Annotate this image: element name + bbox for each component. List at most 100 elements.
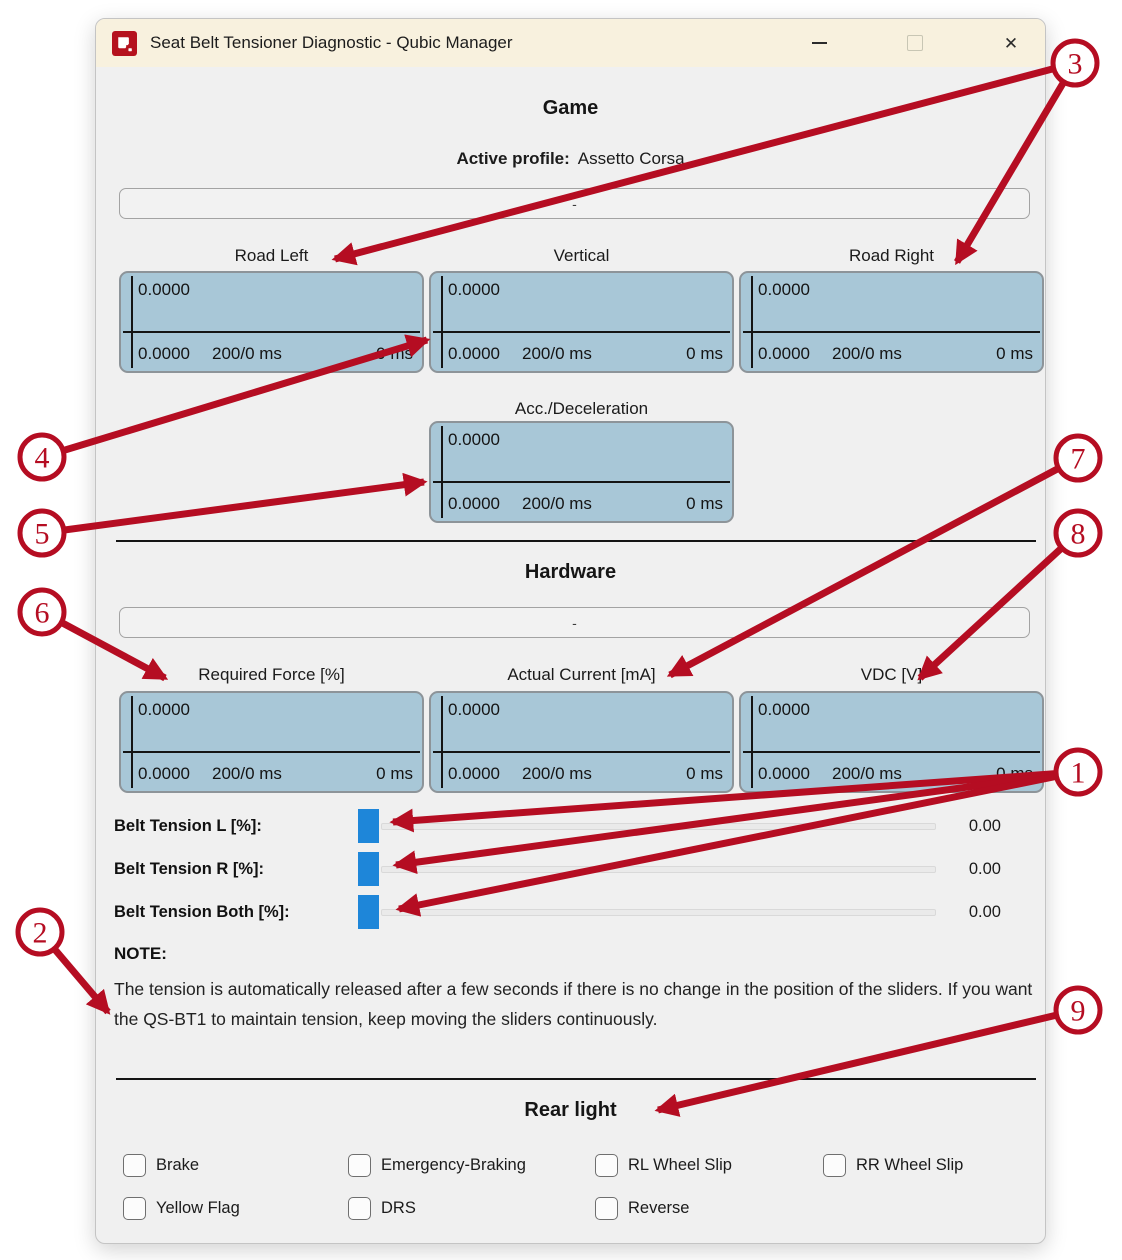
- checkbox-label: Emergency-Braking: [381, 1155, 526, 1174]
- checkbox-label: Reverse: [628, 1198, 690, 1217]
- panel-min: 0.0000: [138, 344, 190, 363]
- x-axis-line: [433, 751, 730, 753]
- x-axis-line: [123, 331, 420, 333]
- slider-row-belt-tension-l: Belt Tension L [%]: 0.00: [96, 809, 1045, 843]
- game-status-value: -: [572, 195, 577, 212]
- checkbox-icon: [123, 1196, 146, 1220]
- panel-rate: 200/0 ms: [522, 344, 592, 363]
- annotation-number: 6: [35, 597, 50, 630]
- minimize-button[interactable]: [796, 27, 842, 59]
- checkbox-emergency-braking[interactable]: Emergency-Braking: [348, 1153, 526, 1177]
- y-axis-line: [751, 696, 753, 788]
- checkbox-label: Yellow Flag: [156, 1198, 240, 1217]
- panel-value: 0.0000: [138, 700, 190, 719]
- panel-time: 0 ms: [996, 764, 1033, 783]
- panel-value: 0.0000: [138, 280, 190, 299]
- panel-time: 0 ms: [376, 764, 413, 783]
- annotation-callout-4: 4: [17, 432, 67, 482]
- slider-row-belt-tension-both: Belt Tension Both [%]: 0.00: [96, 895, 1045, 929]
- belt-tension-l-slider-handle[interactable]: [358, 809, 379, 843]
- belt-tension-both-slider-handle[interactable]: [358, 895, 379, 929]
- x-axis-line: [743, 331, 1040, 333]
- annotation-number: 4: [35, 442, 50, 475]
- belt-tension-both-slider-track[interactable]: [381, 909, 936, 916]
- panel-rate: 200/0 ms: [832, 344, 902, 363]
- panel-label-actual-current: Actual Current [mA]: [507, 665, 656, 684]
- belt-tension-l-value: 0.00: [968, 817, 1001, 835]
- active-profile-line: Active profile:Assetto Corsa: [96, 149, 1045, 169]
- maximize-button[interactable]: [892, 27, 938, 59]
- belt-tension-r-slider-handle[interactable]: [358, 852, 379, 886]
- checkbox-rl-wheel-slip[interactable]: RL Wheel Slip: [595, 1153, 732, 1177]
- annotation-callout-6: 6: [17, 587, 67, 637]
- checkbox-icon: [823, 1153, 846, 1177]
- panel-time: 0 ms: [686, 344, 723, 363]
- panel-min: 0.0000: [758, 764, 810, 783]
- belt-tension-l-label: Belt Tension L [%]:: [114, 817, 262, 835]
- panel-rate: 200/0 ms: [522, 494, 592, 513]
- checkbox-label: Brake: [156, 1155, 200, 1174]
- close-button[interactable]: ✕: [988, 27, 1034, 59]
- annotation-number: 2: [33, 917, 48, 950]
- active-profile-value: Assetto Corsa: [577, 149, 685, 168]
- belt-tension-r-slider-track[interactable]: [381, 866, 936, 873]
- belt-tension-l-slider-track[interactable]: [381, 823, 936, 830]
- panel-rate: 200/0 ms: [522, 764, 592, 783]
- checkbox-reverse[interactable]: Reverse: [595, 1196, 690, 1220]
- y-axis-line: [131, 696, 133, 788]
- checkbox-icon: [595, 1153, 618, 1177]
- annotation-callout-9: 9: [1053, 985, 1103, 1035]
- checkbox-drs[interactable]: DRS: [348, 1196, 416, 1220]
- panel-value: 0.0000: [758, 700, 810, 719]
- checkbox-icon: [348, 1153, 371, 1177]
- checkbox-rr-wheel-slip[interactable]: RR Wheel Slip: [823, 1153, 963, 1177]
- panel-rate: 200/0 ms: [832, 764, 902, 783]
- belt-tension-r-label: Belt Tension R [%]:: [114, 860, 265, 878]
- panel-time: 0 ms: [376, 344, 413, 363]
- checkbox-icon: [123, 1153, 146, 1177]
- annotation-callout-5: 5: [17, 508, 67, 558]
- belt-tension-r-value: 0.00: [968, 860, 1001, 878]
- panel-min: 0.0000: [138, 764, 190, 783]
- checkbox-brake[interactable]: Brake: [123, 1153, 200, 1177]
- panel-value: 0.0000: [448, 430, 500, 449]
- graph-panel-road-left: 0.0000 0.0000 200/0 ms 0 ms: [119, 271, 424, 373]
- x-axis-line: [433, 481, 730, 483]
- section-divider: [116, 1078, 1036, 1080]
- hardware-section-title: Hardware: [524, 561, 617, 583]
- checkbox-label: RL Wheel Slip: [628, 1155, 732, 1174]
- checkbox-yellow-flag[interactable]: Yellow Flag: [123, 1196, 240, 1220]
- annotation-callout-8: 8: [1053, 508, 1103, 558]
- panel-time: 0 ms: [996, 344, 1033, 363]
- annotation-number: 5: [35, 518, 50, 551]
- rear-light-section-title: Rear light: [524, 1099, 617, 1121]
- annotation-callout-3: 3: [1050, 38, 1100, 88]
- y-axis-line: [131, 276, 133, 368]
- belt-tension-both-value: 0.00: [968, 903, 1001, 921]
- y-axis-line: [441, 696, 443, 788]
- x-axis-line: [433, 331, 730, 333]
- maximize-icon: [907, 35, 923, 51]
- game-status-bar[interactable]: -: [119, 188, 1030, 219]
- hardware-status-bar[interactable]: -: [119, 607, 1030, 638]
- app-logo-icon: [112, 30, 137, 56]
- annotation-number: 3: [1068, 48, 1083, 81]
- close-icon: ✕: [1003, 33, 1019, 53]
- x-axis-line: [123, 751, 420, 753]
- panel-time: 0 ms: [686, 764, 723, 783]
- panel-label-required-force: Required Force [%]: [198, 665, 345, 684]
- x-axis-line: [743, 751, 1040, 753]
- panel-label-acc-deceleration: Acc./Deceleration: [514, 399, 649, 418]
- note-body: The tension is automatically released af…: [114, 979, 1033, 1029]
- panel-value: 0.0000: [448, 280, 500, 299]
- annotation-callout-1: 1: [1053, 747, 1103, 797]
- section-divider: [116, 540, 1036, 542]
- panel-rate: 200/0 ms: [212, 344, 282, 363]
- game-section-title: Game: [542, 97, 599, 119]
- panel-label-vertical: Vertical: [553, 246, 610, 265]
- panel-time: 0 ms: [686, 494, 723, 513]
- annotation-number: 8: [1071, 518, 1086, 551]
- panel-label-road-right: Road Right: [848, 246, 935, 265]
